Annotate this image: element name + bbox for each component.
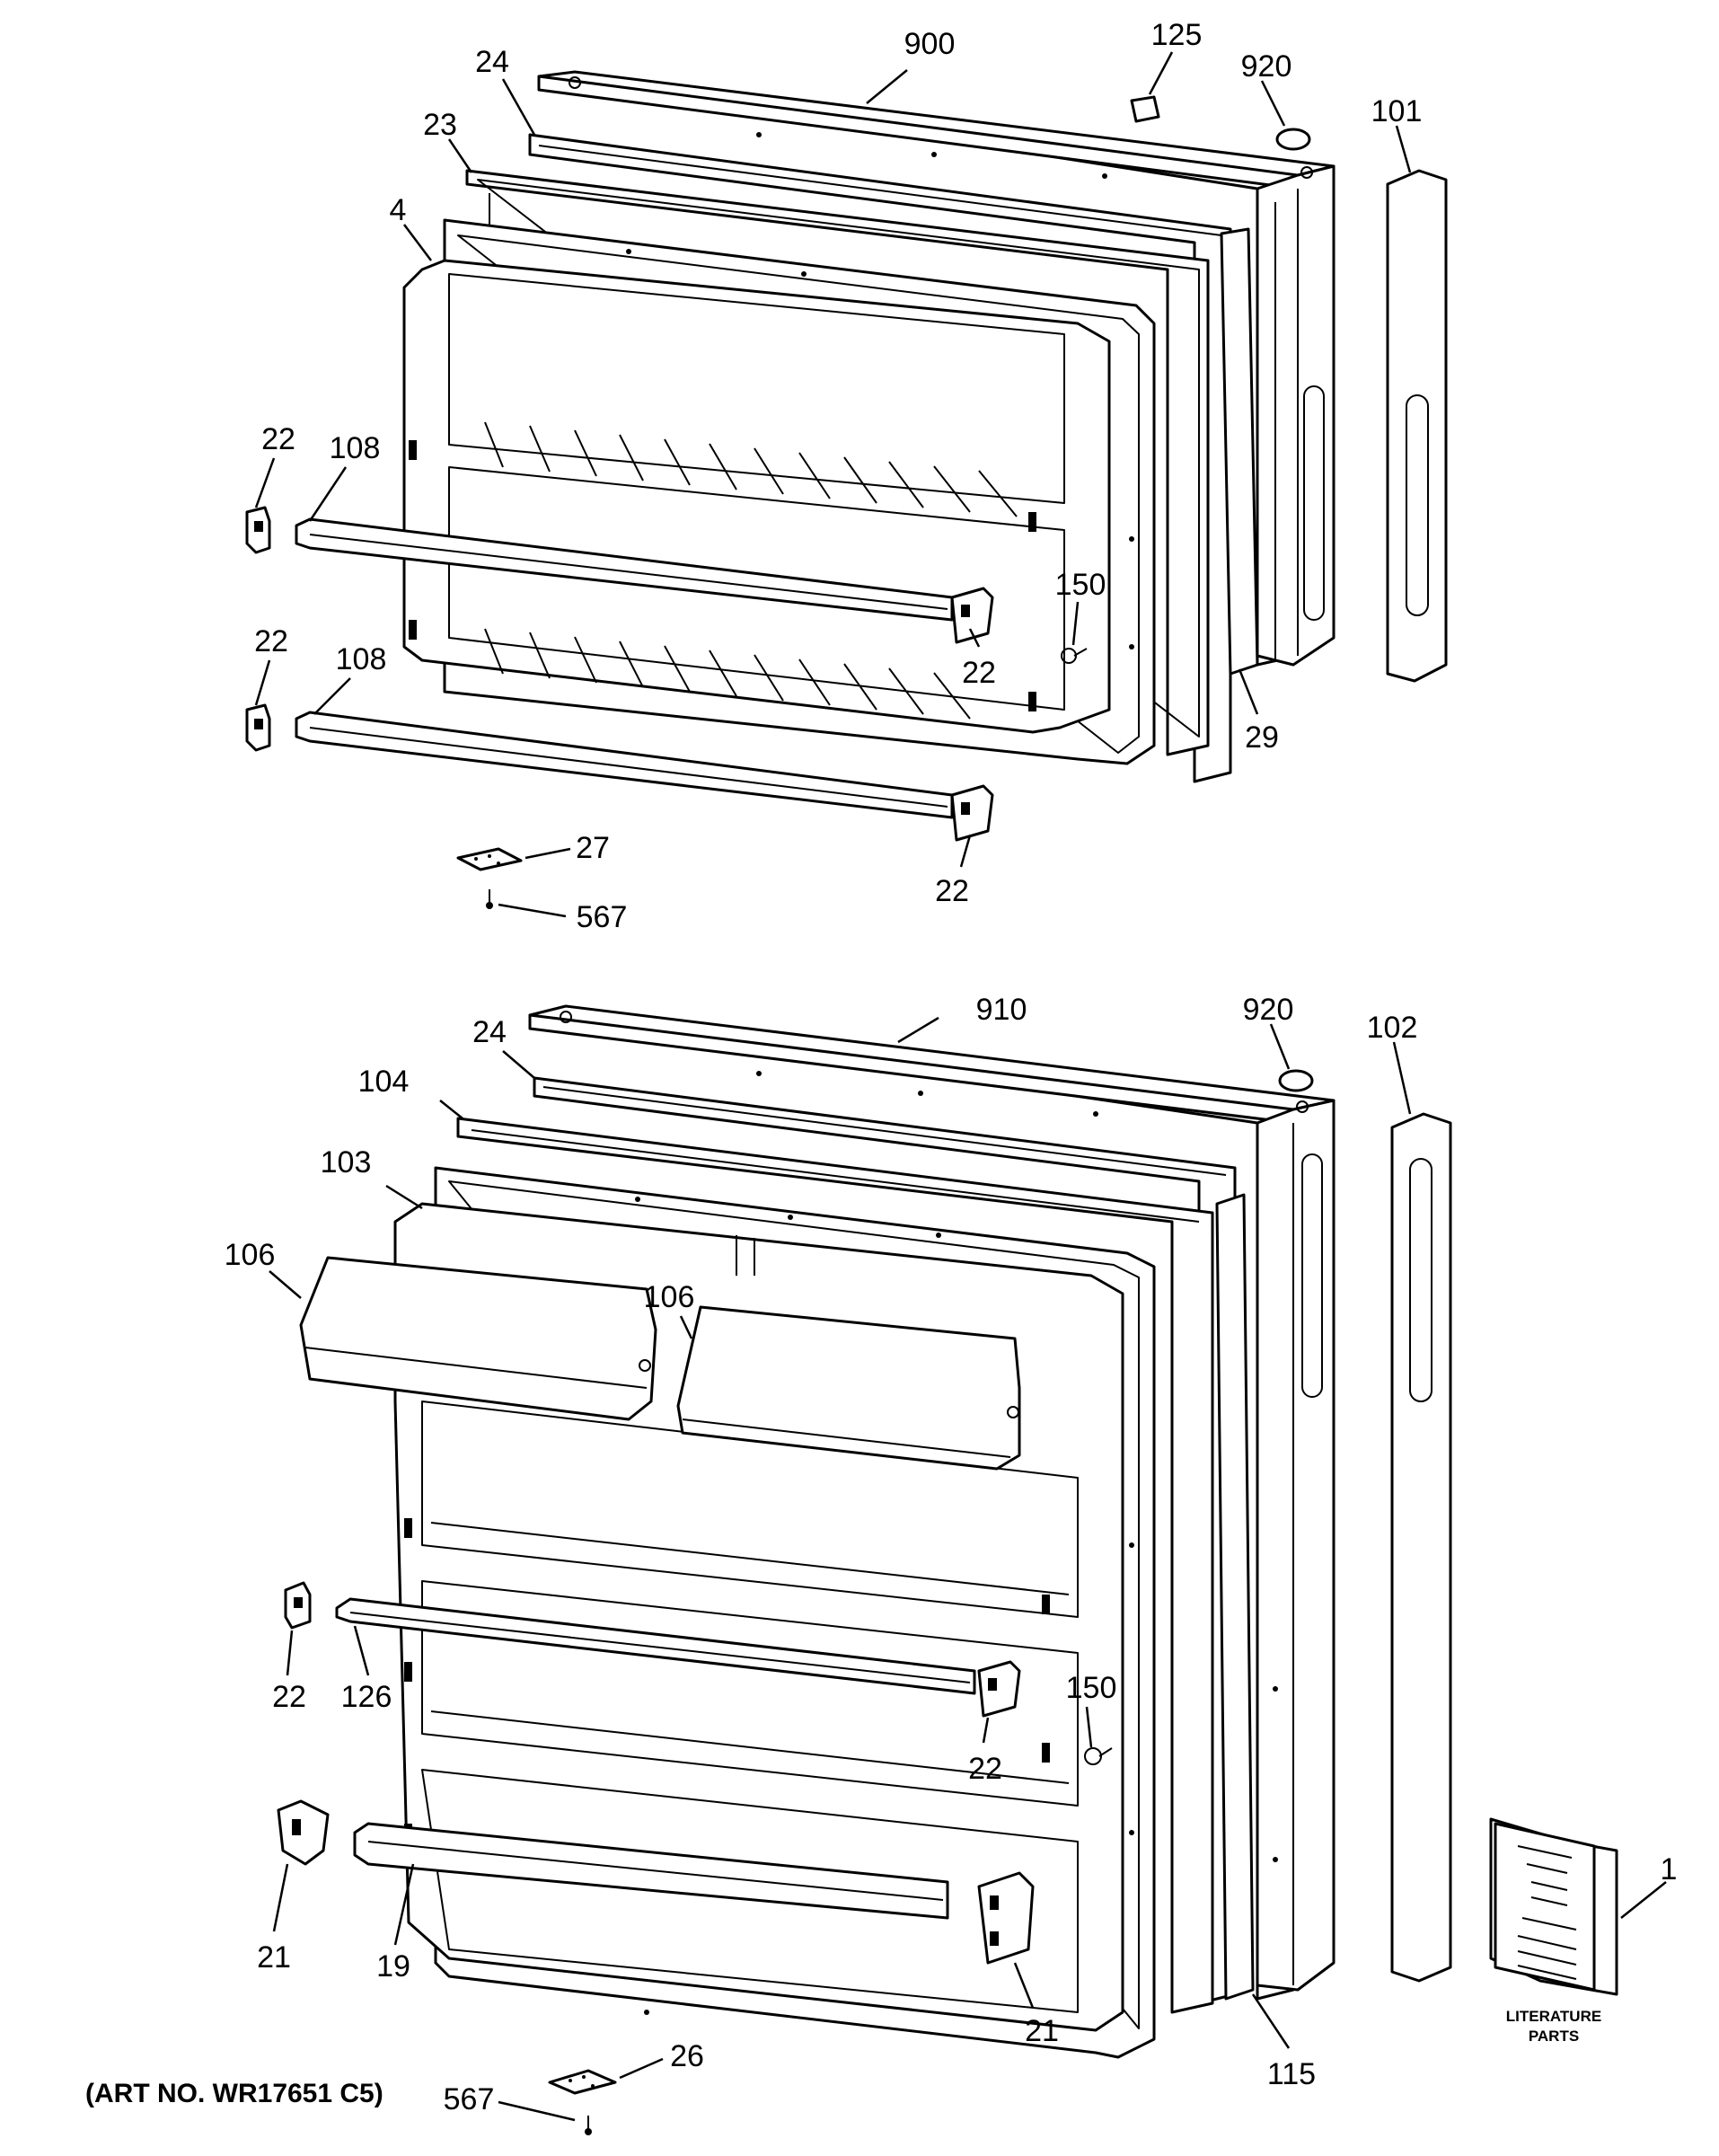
freezer-shelf-bar-lower [295,711,954,819]
label-29: 29 [1245,720,1279,755]
fresh-food-plug-920 [1278,1069,1314,1092]
door-shelf-clip-right [977,1660,1021,1718]
door-bar-clip-21-right [977,1871,1035,1965]
freezer-shelf-clip-top-left [245,506,271,554]
freezer-plug-125 [1130,95,1160,123]
fresh-food-screw-150 [1084,1747,1113,1765]
label-900: 900 [904,27,956,61]
label-21-right: 21 [1025,2014,1059,2048]
label-150-upper: 150 [1055,568,1106,602]
freezer-door-assembly [245,70,1448,909]
callout-labels: 900 125 920 101 24 23 4 22 108 22 108 15… [225,18,1678,2116]
freezer-liner-bins [402,259,1111,734]
freezer-shelf-clip-bottom-right [950,784,994,842]
fresh-food-liner-frame [456,1117,1214,2014]
freezer-gasket [528,133,1232,783]
label-23: 23 [423,108,457,142]
label-126: 126 [341,1680,392,1714]
literature-label-line2: PARTS [1529,2028,1579,2045]
literature-booklet: LITERATURE PARTS [1489,1817,1618,2045]
butter-compartment-door-right [676,1305,1021,1471]
label-4: 4 [390,193,407,227]
label-150-lower: 150 [1066,1671,1117,1705]
freezer-shelf-clip-bottom-left [245,703,271,752]
label-108-lower: 108 [336,642,387,676]
art-number-caption: (ART NO. WR17651 C5) [85,2079,383,2108]
label-22-upper-right-a: 22 [962,656,996,690]
fresh-food-door-assembly [277,1004,1452,2135]
freezer-hinge-plate [456,847,523,871]
freezer-hinge-screw [486,889,493,909]
label-103: 103 [321,1145,372,1180]
label-101: 101 [1371,94,1423,128]
freezer-door-handle [1386,169,1448,683]
leader-lines [254,51,1667,2122]
freezer-shelf-clip-top-right [950,587,994,644]
label-22-upper-left-a: 22 [261,422,295,456]
freezer-trim-strip [1220,227,1259,676]
label-102: 102 [1367,1011,1418,1045]
freezer-plug-920 [1275,128,1311,151]
freezer-screw-150 [1061,648,1088,664]
fresh-food-outer-door-panel [528,1004,1336,2001]
label-106-left: 106 [225,1238,276,1272]
label-26: 26 [670,2039,704,2073]
label-22-upper-right-b: 22 [935,874,969,908]
label-24-upper: 24 [475,45,509,79]
label-108-upper: 108 [330,431,381,465]
label-910: 910 [976,993,1027,1027]
label-106-right: 106 [644,1280,695,1314]
door-shelf-bar-19 [353,1822,949,1920]
label-19: 19 [376,1949,410,1984]
fresh-food-hinge-plate [548,2069,617,2095]
label-115: 115 [1267,2057,1316,2091]
label-104: 104 [358,1065,410,1099]
label-1: 1 [1661,1852,1678,1886]
label-21-left: 21 [257,1940,291,1975]
label-24-lower: 24 [472,1015,507,1049]
butter-compartment-door-left [299,1256,657,1421]
label-27: 27 [576,831,610,865]
door-shelf-bar-126 [335,1597,976,1695]
fresh-food-hinge-screw [585,2116,592,2135]
label-920-upper: 920 [1241,49,1292,84]
fresh-food-door-handle [1390,1112,1452,1983]
label-22-upper-left-b: 22 [254,624,288,658]
fresh-food-trim-strip [1215,1193,1255,2001]
label-125: 125 [1151,18,1203,52]
label-567-lower: 567 [444,2082,495,2116]
label-22-lower-left: 22 [272,1680,306,1714]
label-920-lower: 920 [1243,993,1294,1027]
label-22-lower-right: 22 [968,1752,1002,1786]
door-bar-clip-21-left [277,1799,330,1866]
door-shelf-clip-left [284,1581,312,1630]
literature-label-line1: LITERATURE [1506,2008,1601,2025]
label-567-upper: 567 [577,900,628,934]
freezer-outer-door-panel [537,70,1336,667]
